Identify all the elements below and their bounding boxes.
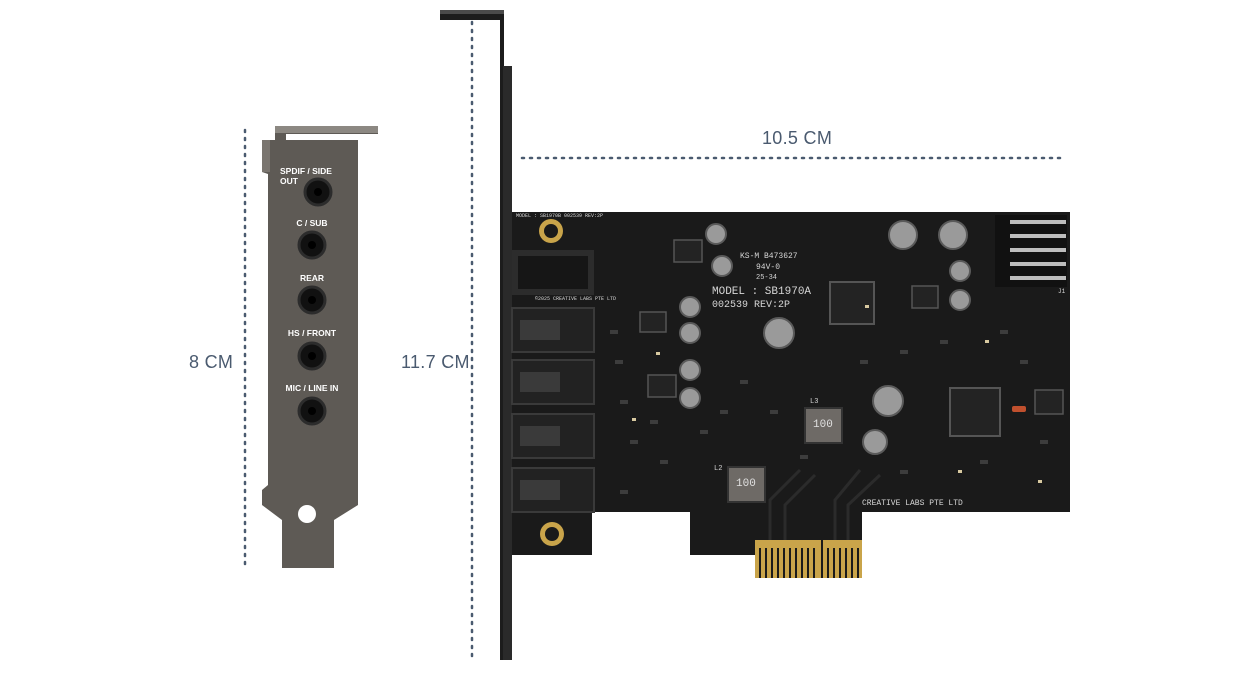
inductor-l3-label: L3 xyxy=(810,398,819,406)
board-rating-text: 94V-0 xyxy=(756,263,781,272)
width-dimension-label: 10.5 CM xyxy=(762,128,833,148)
board-certification-text: KS-M B473627 xyxy=(740,252,798,261)
board-serial-text: 002539 REV:2P xyxy=(712,300,791,311)
port-label-center-sub: C / SUB xyxy=(296,218,328,228)
full-height-bracket xyxy=(440,10,512,660)
inductor-l3-value: 100 xyxy=(813,419,833,431)
board-date-code-text: 25-34 xyxy=(756,274,778,282)
full-height-dimension-label: 11.7 CM xyxy=(401,352,470,372)
bracket-height-dimension-label: 8 CM xyxy=(189,352,234,372)
pcb-board xyxy=(511,212,1070,578)
port-label-mic-line-in: MIC / LINE IN xyxy=(285,383,339,393)
board-edge-print-text: MODEL : SB1970B 002539 REV:2P xyxy=(516,213,604,219)
port-label-front: HS / FRONT xyxy=(287,328,337,338)
port-label-rear: REAR xyxy=(299,273,325,283)
board-copyright-text: ©2025 CREATIVE LABS PTE LTD xyxy=(535,296,617,302)
inductor-l2-value: 100 xyxy=(736,478,756,490)
board-j1-label: J1 xyxy=(1058,288,1066,295)
board-maker-text: CREATIVE LABS PTE LTD xyxy=(862,499,963,508)
port-label-spdif: SPDIF / SIDE OUT xyxy=(280,166,332,186)
board-model-text: MODEL : SB1970A xyxy=(712,286,812,298)
inductor-l2-label: L2 xyxy=(714,465,723,473)
bracket-screw-hole xyxy=(298,505,316,523)
